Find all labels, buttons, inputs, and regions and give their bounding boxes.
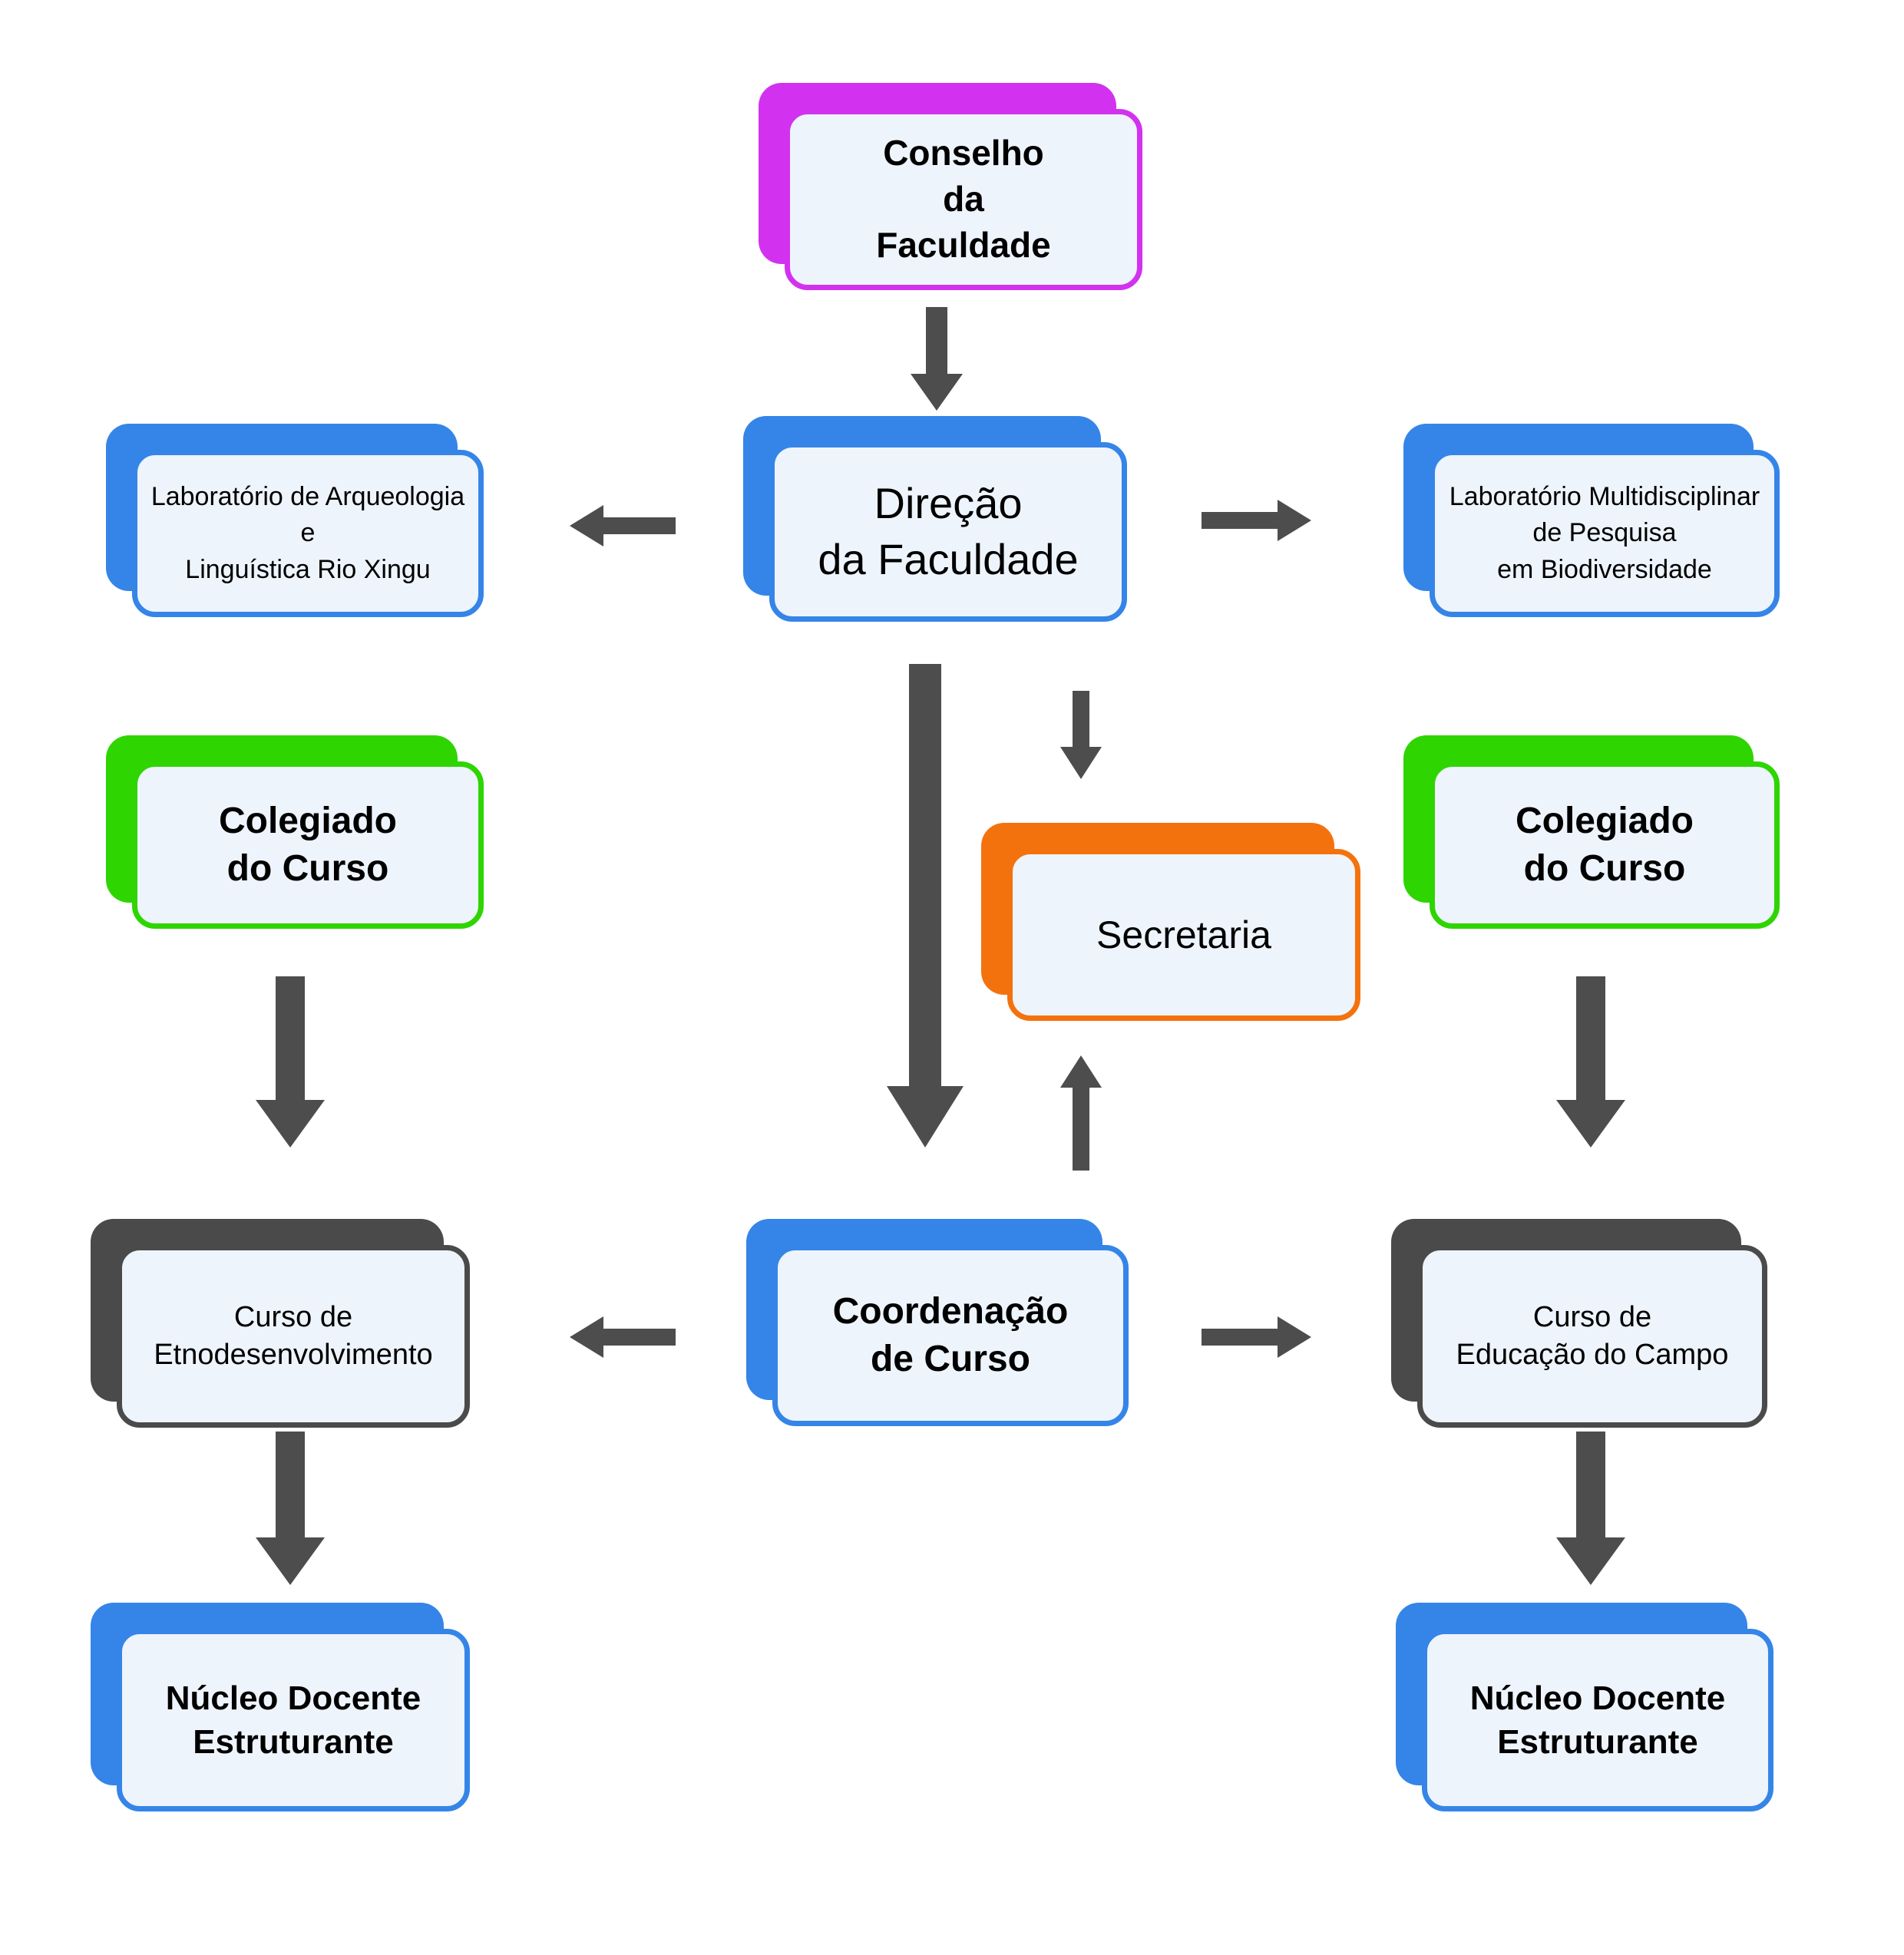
arrow-curso-campo-to-nucleo	[1556, 1432, 1625, 1585]
node-laboratorio-biodiversidade: Laboratório Multidisciplinar de Pesquisa…	[1403, 424, 1780, 617]
card: Núcleo Docente Estruturante	[1422, 1629, 1773, 1811]
arrow-direcao-to-lab-biodiversidade	[1202, 500, 1311, 541]
node-label: Coordenação de Curso	[832, 1290, 1069, 1379]
card: Curso de Educação do Campo	[1417, 1245, 1767, 1428]
card: Colegiado do Curso	[132, 761, 484, 929]
node-nucleo-docente-direita: Núcleo Docente Estruturante	[1396, 1603, 1773, 1811]
arrow-conselho-to-direcao	[911, 307, 963, 411]
card: Curso de Etnodesenvolvimento	[117, 1245, 470, 1428]
arrow-direcao-to-coordenacao	[887, 664, 964, 1148]
node-colegiado-curso-direita: Colegiado do Curso	[1403, 735, 1780, 929]
node-label: Laboratório de Arqueologia e Linguística…	[150, 481, 465, 584]
node-curso-etnodesenvolvimento: Curso de Etnodesenvolvimento	[91, 1219, 470, 1428]
card: Colegiado do Curso	[1430, 761, 1780, 929]
node-label: Núcleo Docente Estruturante	[165, 1679, 421, 1761]
card: Laboratório Multidisciplinar de Pesquisa…	[1430, 450, 1780, 617]
node-conselho-da-faculdade: Conselho da Faculdade	[759, 83, 1142, 290]
arrow-curso-etno-to-nucleo	[256, 1432, 325, 1585]
node-label: Núcleo Docente Estruturante	[1469, 1679, 1726, 1761]
node-label: Colegiado do Curso	[218, 800, 397, 889]
node-label: Laboratório Multidisciplinar de Pesquisa…	[1449, 481, 1760, 584]
node-label: Curso de Etnodesenvolvimento	[154, 1300, 433, 1371]
node-label: Direção da Faculdade	[818, 479, 1079, 583]
node-label: Conselho da Faculdade	[876, 133, 1051, 265]
card: Coordenação de Curso	[772, 1245, 1129, 1426]
card: Conselho da Faculdade	[785, 109, 1142, 290]
node-secretaria: Secretaria	[981, 823, 1360, 1021]
node-colegiado-curso-esquerda: Colegiado do Curso	[106, 735, 484, 929]
node-coordenacao-de-curso: Coordenação de Curso	[746, 1219, 1129, 1426]
node-laboratorio-arqueologia: Laboratório de Arqueologia e Linguística…	[106, 424, 484, 617]
arrow-coordenacao-to-secretaria	[1060, 1055, 1102, 1171]
arrow-direcao-to-secretaria	[1060, 691, 1102, 779]
card: Secretaria	[1007, 849, 1360, 1021]
arrow-direcao-to-lab-arqueologia	[570, 505, 676, 547]
node-curso-educacao-do-campo: Curso de Educação do Campo	[1391, 1219, 1767, 1428]
node-direcao-da-faculdade: Direção da Faculdade	[743, 416, 1127, 622]
arrow-colegiado-direita-to-curso-campo	[1556, 976, 1625, 1148]
node-label: Curso de Educação do Campo	[1456, 1300, 1729, 1371]
node-label: Colegiado do Curso	[1515, 800, 1694, 889]
arrow-coordenacao-to-curso-etno	[570, 1316, 676, 1358]
arrow-coordenacao-to-curso-campo	[1202, 1316, 1311, 1358]
card: Direção da Faculdade	[769, 442, 1127, 622]
node-label: Secretaria	[1096, 913, 1271, 956]
card: Núcleo Docente Estruturante	[117, 1629, 470, 1811]
node-nucleo-docente-esquerda: Núcleo Docente Estruturante	[91, 1603, 470, 1811]
card: Laboratório de Arqueologia e Linguística…	[132, 450, 484, 617]
arrow-colegiado-esquerda-to-curso-etno	[256, 976, 325, 1148]
